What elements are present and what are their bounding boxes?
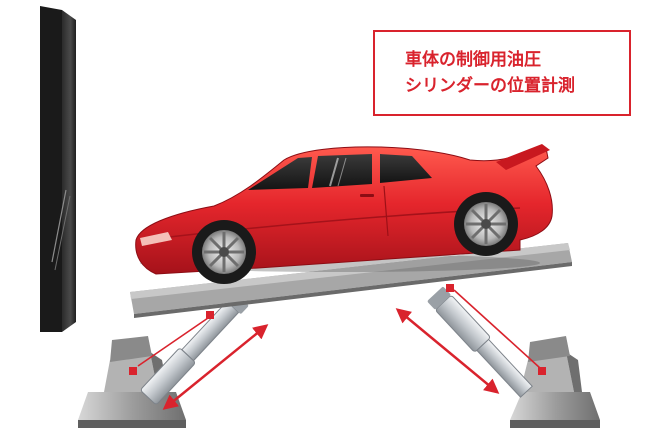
car-front-wheel bbox=[192, 220, 256, 284]
caption-box: 車体の制御用油圧 シリンダーの位置計測 bbox=[373, 30, 631, 116]
caption-line-2: シリンダーの位置計測 bbox=[405, 76, 575, 96]
car bbox=[135, 144, 553, 284]
left-sensor-top bbox=[206, 311, 214, 319]
left-outer-arrow bbox=[162, 324, 269, 410]
car-window-rear bbox=[380, 154, 432, 183]
wall-panel bbox=[40, 6, 76, 332]
measurement-arrows bbox=[137, 289, 541, 410]
caption-line-1: 車体の制御用油圧 bbox=[405, 50, 541, 70]
car-window-front bbox=[248, 157, 312, 190]
car-spoiler bbox=[496, 144, 550, 170]
left-sensor-bottom bbox=[129, 367, 137, 375]
platform bbox=[130, 243, 572, 318]
right-sensor-top bbox=[446, 284, 454, 292]
car-rear-wheel bbox=[454, 192, 518, 256]
right-sensor-bottom bbox=[538, 367, 546, 375]
right-outer-arrow bbox=[395, 308, 500, 394]
